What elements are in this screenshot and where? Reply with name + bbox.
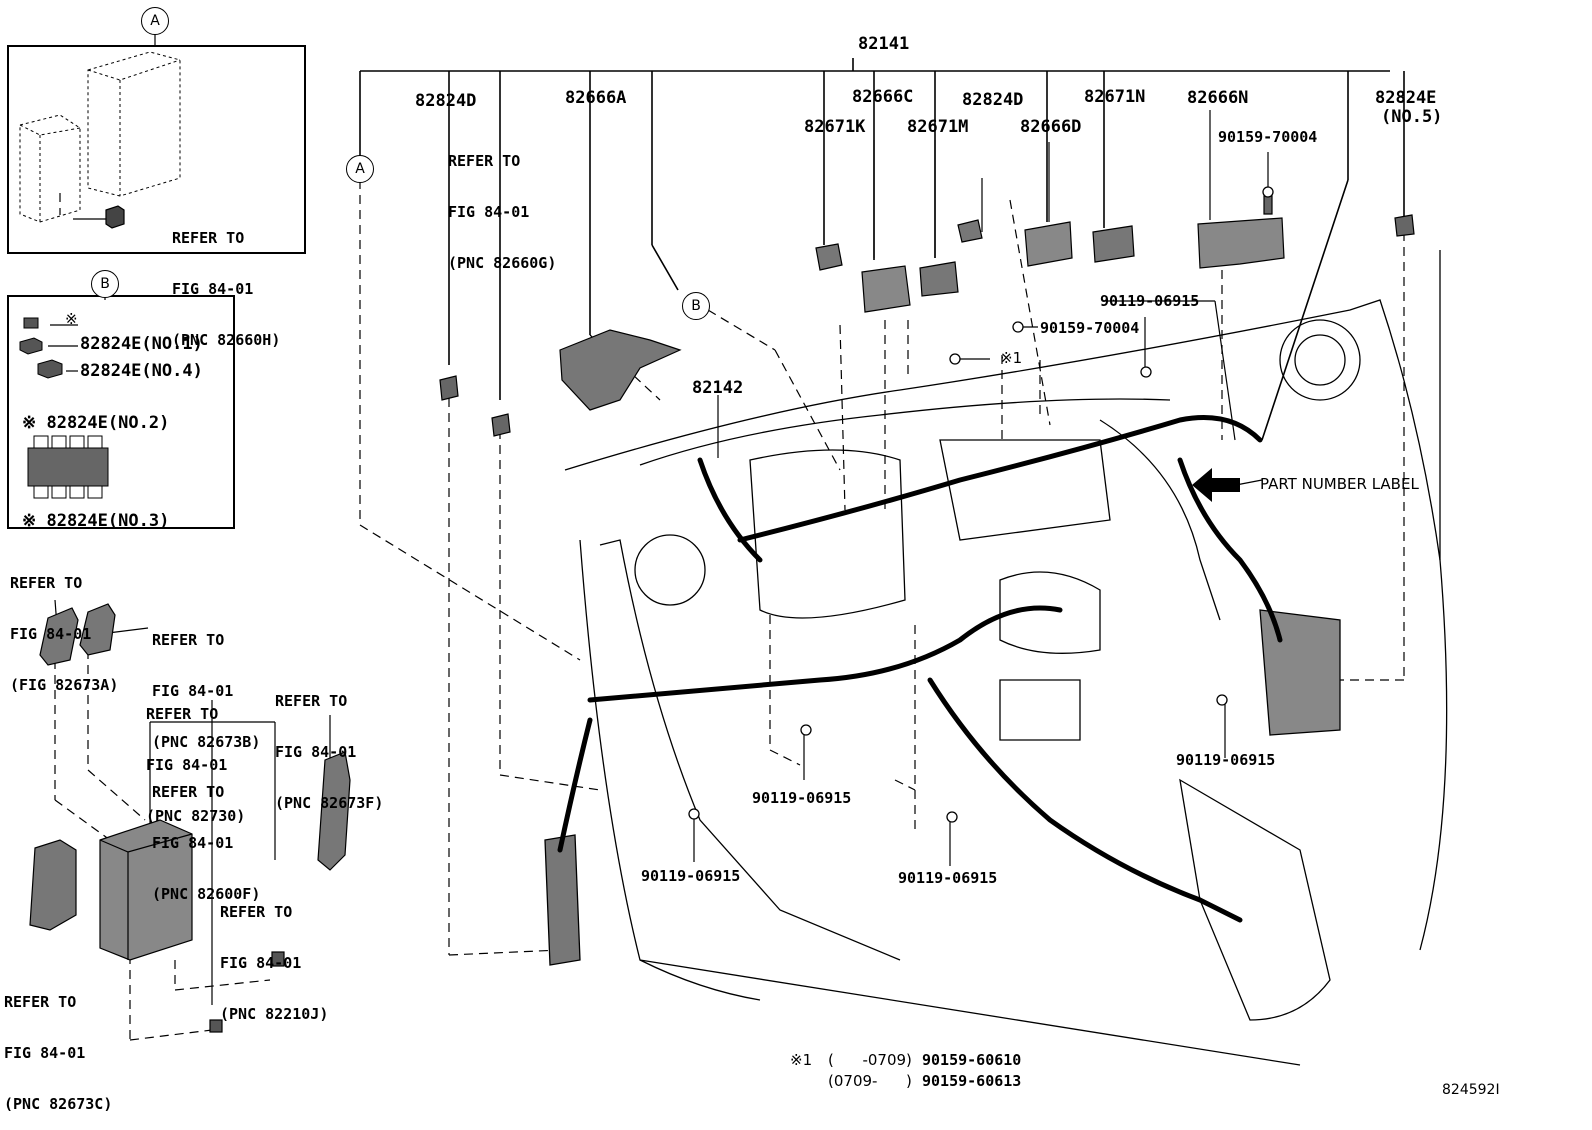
refer-line: FIG 84-01 (220, 954, 302, 972)
refer-line: REFER TO (448, 152, 521, 170)
inset-b-note-marker: ※ (65, 310, 78, 328)
part-82824e: 82824E (1375, 88, 1437, 108)
part-82141: 82141 (858, 34, 910, 54)
inset-a-frame (7, 45, 306, 254)
screw-90119-06915-left: 90119-06915 (641, 867, 741, 885)
dashboard-outline (544, 250, 1448, 1066)
refer-line: FIG 84-01 (146, 756, 228, 774)
inset-a-marker: A (141, 7, 169, 35)
refer-82210j: REFER TO FIG 84-01 (PNC 82210J) (220, 870, 328, 1040)
refer-line: (PNC 82660H) (172, 331, 281, 349)
refer-line: (FIG 82673A) (10, 676, 119, 694)
screw-90119-06915-mid: 90119-06915 (898, 869, 998, 887)
wire-harness (557, 415, 1283, 923)
main-marker-b: B (682, 292, 710, 320)
main-connectors (439, 195, 1415, 437)
refer-line: REFER TO (172, 229, 245, 247)
footnote-row1-range: ( -0709) (828, 1051, 912, 1069)
part-82671m: 82671M (907, 117, 969, 137)
footnote-row2-part: 90159-60613 (922, 1072, 1022, 1090)
refer-line: (PNC 82673F) (275, 794, 384, 812)
refer-82673f: REFER TO FIG 84-01 (PNC 82673F) (275, 659, 383, 829)
refer-line: REFER TO (10, 574, 83, 592)
inset-b-connectors (19, 317, 109, 499)
refer-line: FIG 84-01 (172, 280, 254, 298)
screw-90119-06915-top: 90119-06915 (1100, 292, 1200, 310)
refer-line: REFER TO (152, 783, 225, 801)
refer-line: (PNC 82210J) (220, 1005, 329, 1023)
refer-line: REFER TO (275, 692, 348, 710)
refer-line: REFER TO (146, 705, 219, 723)
part-82824e-no5: (NO.5) (1381, 107, 1443, 127)
screw-symbols (688, 186, 1274, 823)
refer-line: FIG 84-01 (275, 743, 357, 761)
refer-line: FIG 84-01 (448, 203, 530, 221)
inset-b-no3: ※ 82824E(NO.3) (22, 511, 170, 531)
refer-line: (PNC 82673B) (152, 733, 261, 751)
part-82671k: 82671K (804, 117, 866, 137)
footnote-row2-range: (0709- ) (828, 1072, 912, 1090)
refer-line: REFER TO (152, 631, 225, 649)
screw-90119-06915-center: 90119-06915 (752, 789, 852, 807)
refer-line: REFER TO (220, 903, 293, 921)
inset-a-connector (105, 205, 125, 229)
inset-a-relay-block (19, 51, 181, 223)
footnote-marker: ※1 (790, 1051, 813, 1069)
part-82824d-right: 82824D (962, 90, 1024, 110)
inset-b-marker: B (91, 270, 119, 298)
refer-82673c: REFER TO FIG 84-01 (PNC 82673C) (4, 960, 112, 1130)
part-82666d: 82666D (1020, 117, 1082, 137)
label-arrow (1192, 468, 1240, 502)
part-82666c: 82666C (852, 87, 914, 107)
note1-marker: ※1 (1000, 349, 1023, 367)
refer-82660g: REFER TO FIG 84-01 (PNC 82660G) (448, 119, 556, 289)
inset-b-no2: ※ 82824E(NO.2) (22, 413, 170, 433)
refer-line: FIG 84-01 (10, 625, 92, 643)
part-82142: 82142 (692, 378, 744, 398)
wiring-diagram (7, 21, 1448, 1066)
dashed-connections (54, 180, 1405, 1041)
footnote-row1-part: 90159-60610 (922, 1051, 1022, 1069)
main-harness-bracket (359, 58, 1405, 441)
illustration-id: 824592I (1442, 1082, 1500, 1098)
refer-line: (PNC 82730) (146, 807, 246, 825)
inset-b-no4: 82824E(NO.4) (80, 361, 203, 381)
refer-line: (PNC 82660G) (448, 254, 557, 272)
refer-line: FIG 84-01 (4, 1044, 86, 1062)
left-components (29, 603, 351, 1033)
refer-82730: REFER TO FIG 84-01 (PNC 82730) (146, 672, 245, 842)
part-82666n: 82666N (1187, 88, 1249, 108)
inset-b-no1: 82824E(NO.1) (80, 334, 203, 354)
refer-line: FIG 84-01 (152, 682, 234, 700)
main-marker-a: A (346, 155, 374, 183)
refer-line: FIG 84-01 (152, 834, 234, 852)
refer-82673a: REFER TO FIG 84-01 (FIG 82673A) (10, 541, 118, 711)
bolt-90159-70004-top: 90159-70004 (1218, 128, 1318, 146)
refer-line: (PNC 82600F) (152, 885, 261, 903)
bolt-90159-70004-mid: 90159-70004 (1040, 319, 1140, 337)
part-number-label: PART NUMBER LABEL (1260, 475, 1419, 493)
refer-line: REFER TO (4, 993, 77, 1011)
part-82671n: 82671N (1084, 87, 1146, 107)
screw-90119-06915-right: 90119-06915 (1176, 751, 1276, 769)
inset-b-frame (7, 295, 235, 529)
refer-82600f: REFER TO FIG 84-01 (PNC 82600F) (152, 750, 260, 920)
refer-82673b: REFER TO FIG 84-01 (PNC 82673B) (152, 598, 260, 768)
part-82824d-left: 82824D (415, 91, 477, 111)
inset-a-refer: REFER TO FIG 84-01 (PNC 82660H) (172, 196, 280, 366)
part-82666a: 82666A (565, 88, 627, 108)
